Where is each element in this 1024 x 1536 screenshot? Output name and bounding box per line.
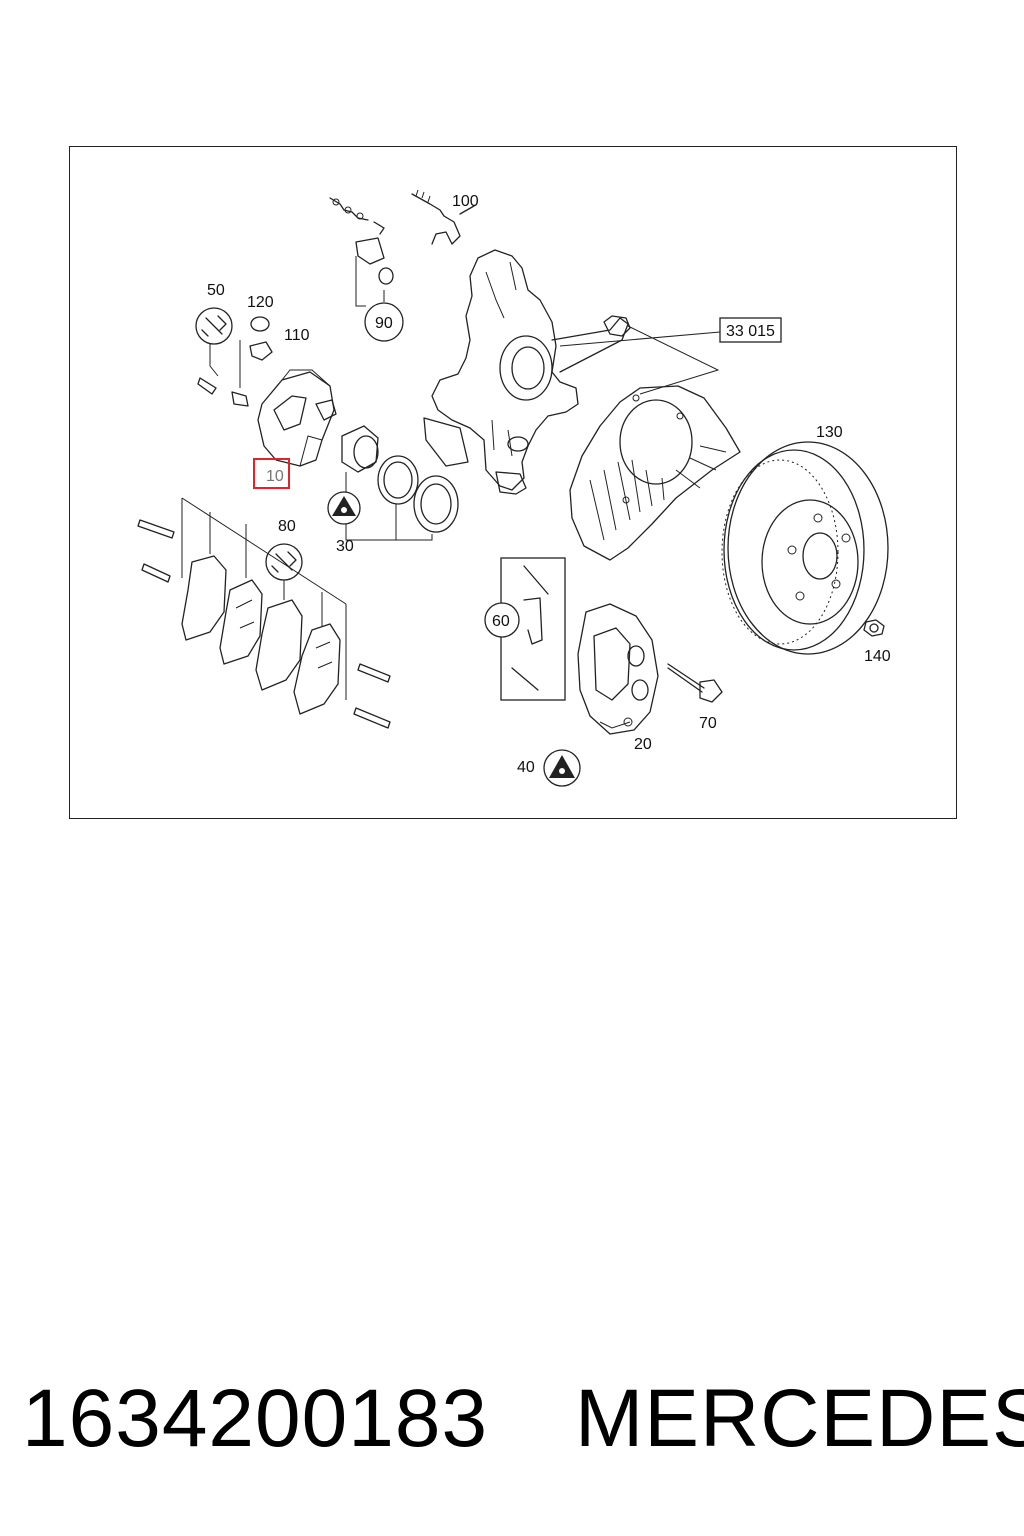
label-20: 20: [634, 736, 652, 753]
grease-symbol-40: [543, 749, 581, 787]
pad-clips: [137, 519, 391, 729]
part-number: 1634200183: [22, 1373, 489, 1464]
disc-screw: [863, 619, 885, 637]
grease-symbol-30: [327, 491, 361, 525]
label-40: 40: [517, 759, 535, 776]
label-70: 70: [699, 715, 717, 732]
label-90: 90: [375, 315, 393, 332]
label-110: 110: [284, 327, 310, 344]
piston-and-seals: [341, 425, 459, 541]
label-100: 100: [452, 193, 479, 210]
label-140: 140: [864, 648, 891, 665]
caliper-housing-20: [577, 603, 659, 735]
highlight-box-10: [253, 458, 290, 489]
label-80: 80: [278, 518, 296, 535]
repair-kit-90: [329, 197, 404, 342]
wrench-symbol-80: [265, 543, 303, 581]
guide-pins: [197, 316, 273, 407]
repair-kit-60: [484, 557, 566, 701]
label-130: 130: [816, 424, 843, 441]
diagram-frame: [69, 146, 957, 819]
reference-leader: [559, 317, 782, 395]
steering-knuckle: [423, 249, 631, 495]
brand-name: MERCEDES: [575, 1373, 1024, 1464]
caliper-bolt-70: [667, 663, 723, 703]
label-ref-33015: 33 015: [726, 323, 775, 340]
dust-shield: [569, 385, 741, 561]
wear-sensor-100: [411, 189, 475, 245]
wrench-symbol-50: [195, 307, 241, 388]
label-60: 60: [492, 613, 510, 630]
label-120: 120: [247, 294, 274, 311]
label-30: 30: [336, 538, 354, 555]
caliper-housing-10: [257, 369, 337, 467]
label-50: 50: [207, 282, 225, 299]
brake-pads: [181, 497, 347, 715]
brake-disc: [721, 441, 889, 655]
label-10: 10: [266, 468, 284, 485]
